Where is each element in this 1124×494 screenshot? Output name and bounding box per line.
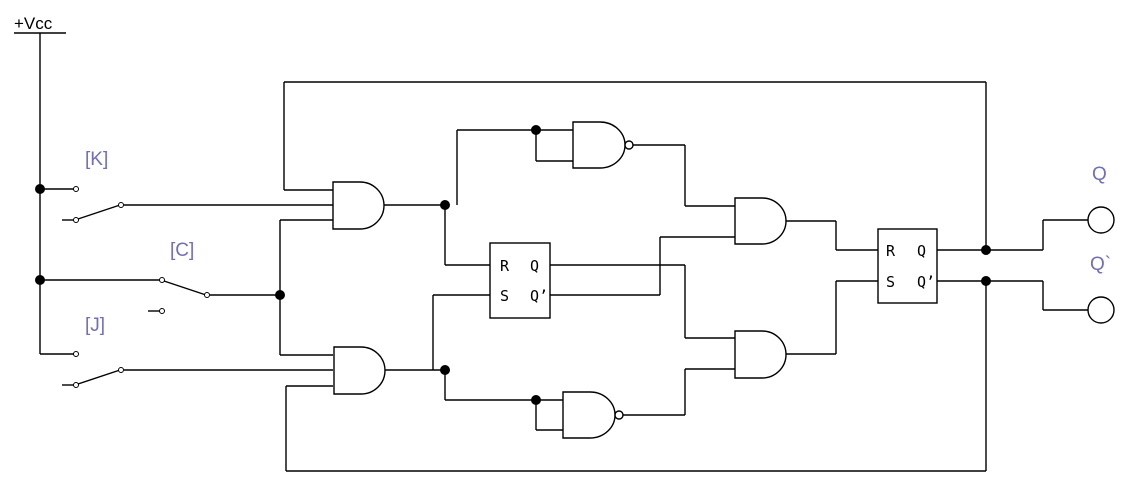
- latch1-q: Q: [530, 257, 539, 275]
- nand-top-bubble: [624, 140, 634, 150]
- latch1-qbar: Q’: [530, 287, 548, 305]
- q-output-label: Q: [1092, 164, 1107, 185]
- net-b: [432, 294, 563, 431]
- j-input-label: [J]: [85, 315, 105, 336]
- k-input-label: [K]: [85, 149, 108, 170]
- vcc-label: +Vcc: [14, 14, 53, 33]
- switch-j[interactable]: [40, 351, 333, 388]
- latch2-qbar: Q’: [917, 273, 935, 291]
- switch-c[interactable]: [40, 277, 280, 314]
- junction-dots: [35, 125, 991, 405]
- nand-gate-top: [572, 121, 626, 169]
- rs-latch-1: R Q S Q’: [489, 242, 551, 319]
- output-qbar-terminal[interactable]: [1087, 296, 1115, 324]
- c-input-label: [C]: [170, 240, 194, 261]
- nand-gate-bottom: [562, 391, 616, 439]
- latch2-s: S: [886, 273, 895, 291]
- and-gate-lower-stage2: [734, 330, 787, 379]
- rs-latch-2: R Q S Q’: [877, 228, 938, 304]
- switch-k[interactable]: [40, 186, 333, 223]
- qbar-output-label: Q`: [1090, 254, 1111, 275]
- and-gate-upper-stage2: [734, 197, 787, 245]
- latch2-r: R: [886, 242, 896, 260]
- clock-net: [279, 219, 333, 356]
- latch1-s: S: [500, 287, 509, 305]
- latch2-q: Q: [917, 242, 926, 260]
- feedback-bottom: [285, 281, 987, 472]
- latch1-output-nets: [550, 236, 735, 339]
- and-gate-k: [332, 181, 385, 230]
- net-a: [444, 129, 573, 266]
- nand-bottom-bubble: [614, 410, 624, 420]
- and-gate-j: [333, 346, 386, 395]
- feedback-top: [283, 81, 987, 250]
- output-q-terminal[interactable]: [1087, 206, 1115, 234]
- output-q-net: [937, 219, 1088, 251]
- output-qbar-net: [937, 280, 1088, 311]
- latch1-r: R: [500, 257, 510, 275]
